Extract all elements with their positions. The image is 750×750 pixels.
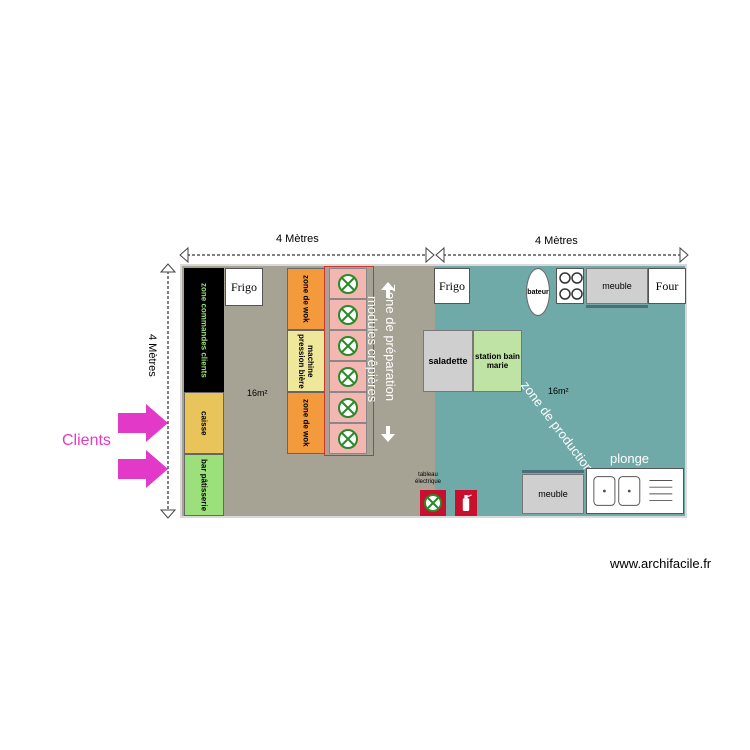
- zone-wok-top: zone de wok: [287, 268, 325, 330]
- room-outline: [180, 264, 687, 518]
- tableau-electrique-label: tableau électrique: [414, 472, 441, 485]
- dimension-top-left: 4 Mètres: [276, 233, 319, 245]
- batteur: bateur: [526, 268, 550, 316]
- crepiere-module: [329, 268, 367, 299]
- prep-arrows: [381, 282, 395, 442]
- crepiere-module: [329, 423, 367, 454]
- machine-pression-biere: machine pression bière: [287, 330, 325, 392]
- clients-label: Clients: [62, 432, 111, 449]
- meuble-top: meuble: [586, 268, 648, 304]
- plonge-label: plonge: [610, 451, 650, 466]
- left-area: 16m²: [247, 388, 268, 398]
- meuble-bottom-shadow: [522, 470, 584, 473]
- frigo-left: Frigo: [225, 268, 263, 306]
- sink-icon: [586, 468, 684, 514]
- four: Four: [648, 268, 686, 304]
- clients-arrows: [118, 404, 168, 488]
- crepiere-module: [329, 330, 367, 361]
- bar-patisserie: bar pâtisserie: [184, 454, 224, 516]
- emergency-exit-icon: [420, 490, 446, 516]
- modules-crepieres-label: modules crêpières: [365, 296, 380, 403]
- dimension-top-right: 4 Mètres: [535, 235, 578, 247]
- fire-extinguisher-icon: [455, 490, 477, 516]
- meuble-top-shadow: [586, 305, 648, 308]
- crepiere-module: [329, 361, 367, 392]
- frigo-right: Frigo: [434, 268, 470, 304]
- zone-wok-bottom: zone de wok: [287, 392, 325, 454]
- zone-preparation-label: Zone de préparation: [383, 284, 398, 402]
- dimension-left: 4 Mètres: [146, 334, 158, 377]
- watermark: www.archifacile.fr: [610, 556, 712, 571]
- modules-crepieres: [329, 268, 367, 454]
- stove-icon: [556, 268, 584, 304]
- zone-commandes-clients: zone commandes clients: [184, 268, 224, 392]
- crepiere-module: [329, 392, 367, 423]
- saladette: saladette: [423, 330, 473, 392]
- right-area: 16m²: [548, 386, 569, 396]
- station-bain-marie: station bain marie: [473, 330, 522, 392]
- caisse: caisse: [184, 392, 224, 454]
- crepiere-module: [329, 299, 367, 330]
- meuble-bottom: meuble: [522, 474, 584, 514]
